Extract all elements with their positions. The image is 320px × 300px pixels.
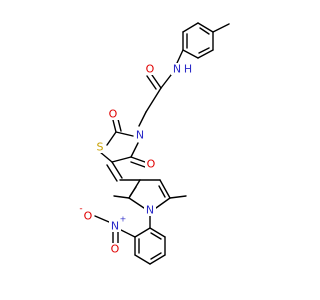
bond xyxy=(117,118,122,132)
bond xyxy=(176,49,184,64)
bond xyxy=(134,254,151,265)
bond xyxy=(198,47,210,54)
bond xyxy=(212,23,230,33)
bond xyxy=(159,179,171,199)
bond xyxy=(115,131,134,137)
bond xyxy=(151,74,162,89)
bond xyxy=(129,186,137,197)
bond xyxy=(113,195,130,199)
bond xyxy=(158,185,166,198)
bond xyxy=(134,227,151,238)
ring-oxygen-top: O xyxy=(109,108,118,121)
bond xyxy=(128,197,145,209)
bond xyxy=(169,195,187,199)
bond xyxy=(155,197,171,209)
bond xyxy=(145,87,162,113)
bond xyxy=(120,229,136,238)
amide-hydrogen: H xyxy=(184,63,192,76)
bonds xyxy=(94,22,230,265)
nitro-negative-charge: - xyxy=(79,204,82,214)
bond xyxy=(197,49,214,59)
bond xyxy=(150,252,162,260)
bond xyxy=(182,49,199,59)
bond xyxy=(111,161,123,179)
pyrrole-nitrogen: N xyxy=(146,204,154,217)
bond xyxy=(138,111,147,127)
nitro-nitrogen: N xyxy=(111,220,119,233)
bond xyxy=(149,227,166,238)
bond xyxy=(130,142,139,158)
bond xyxy=(99,151,113,163)
bond xyxy=(182,22,199,33)
ring-sulfur: S xyxy=(97,141,104,154)
bond xyxy=(106,164,118,182)
nitro-positive-charge: + xyxy=(120,215,127,224)
bond xyxy=(160,74,172,89)
nitro-oxygen-bottom: O xyxy=(111,243,120,256)
bond xyxy=(130,161,146,168)
bond xyxy=(94,215,110,223)
bond xyxy=(199,27,210,35)
bond xyxy=(111,156,132,163)
bond xyxy=(149,254,166,265)
bond xyxy=(112,119,117,133)
bond xyxy=(106,131,117,146)
nitro-oxygen-left: O xyxy=(84,210,93,223)
ring-oxygen-right: O xyxy=(147,158,156,171)
bond xyxy=(197,22,214,33)
amide-oxygen: O xyxy=(146,63,155,76)
atom-labels: N H O O N S O N N + O - O xyxy=(79,63,192,256)
structure-canvas: N H O O N S O N N + O - O xyxy=(79,22,230,265)
bond xyxy=(150,232,162,240)
ring-nitrogen: N xyxy=(136,129,144,142)
bond xyxy=(130,156,146,163)
amide-nitrogen: N xyxy=(173,63,181,76)
bond xyxy=(146,75,157,90)
molecule-structure: N H O O N S O N N + O - O xyxy=(79,22,230,265)
